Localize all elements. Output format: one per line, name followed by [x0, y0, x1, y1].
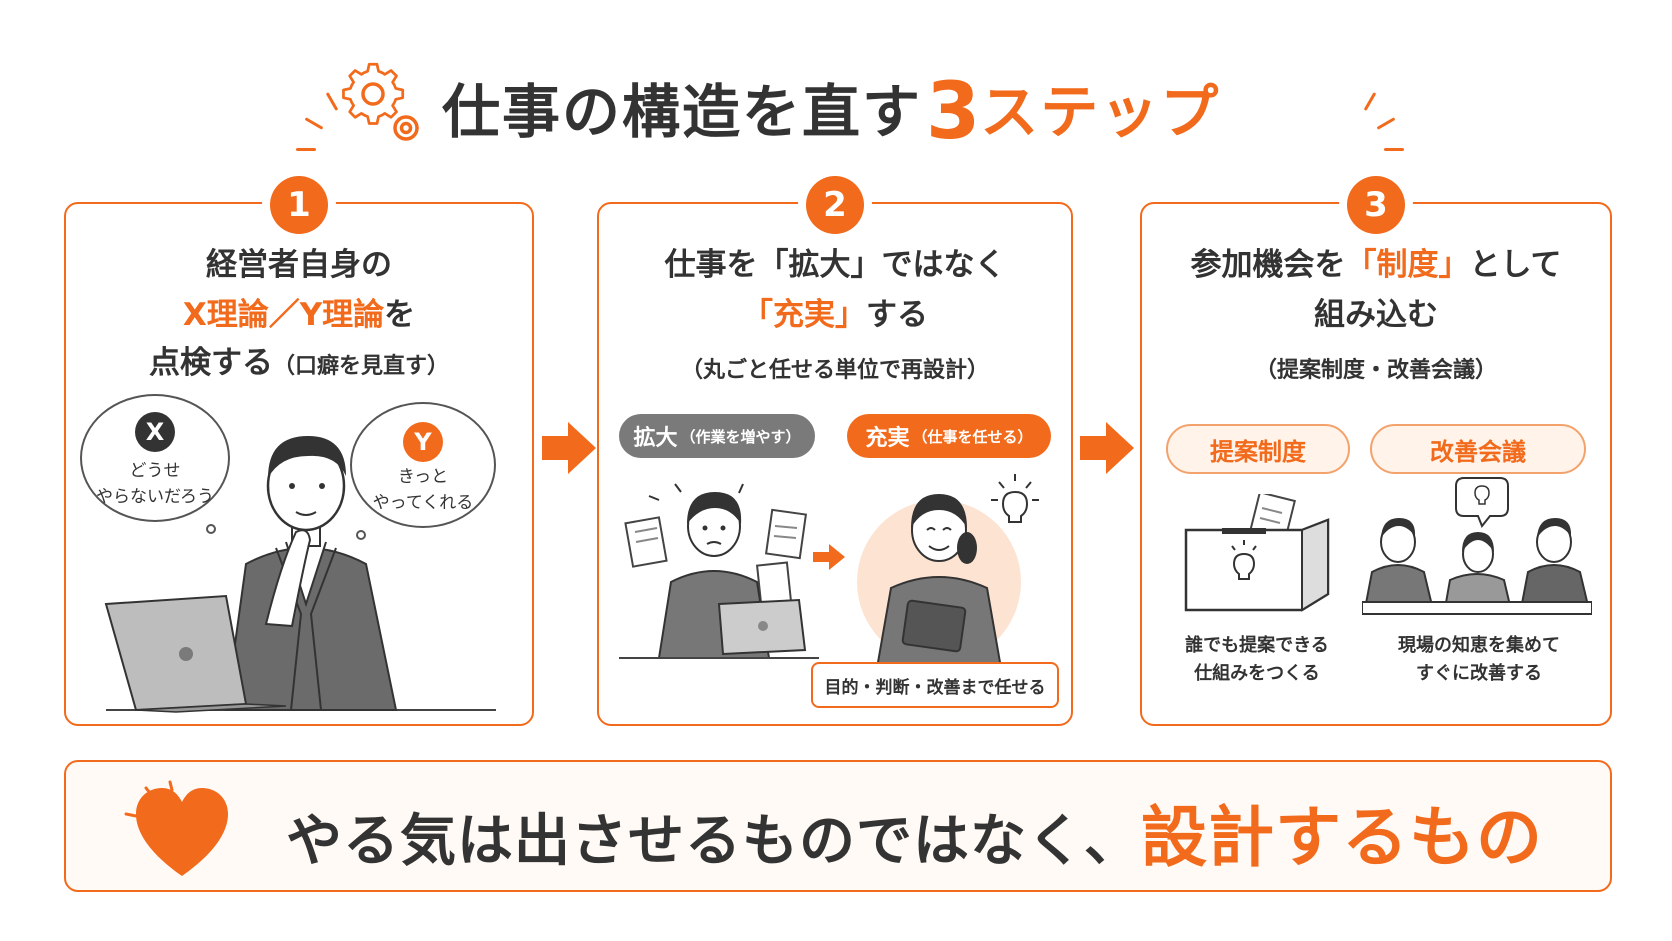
x-theory-label: X理論 [182, 297, 269, 333]
step-3-subtitle: （提案制度・改善会議） [1254, 358, 1497, 383]
bubble-x-line2: やらないだろう [96, 487, 214, 507]
pill-enrich-note: （仕事を任せる） [912, 427, 1033, 446]
heart-icon [124, 780, 228, 876]
step-card-2: 2 仕事を「拡大」ではなく 「充実」する （丸ごと任せる単位で再設計） 拡大（作… [597, 176, 1073, 726]
slash: ／ [268, 297, 300, 333]
step-1-heading-line3: 点検する（口癖を見直す） [66, 338, 532, 392]
manager-thinking-illustration [104, 436, 496, 713]
busy-worker-illustration [619, 483, 819, 659]
x-badge: X [135, 412, 175, 452]
spark-icon [1384, 148, 1404, 151]
step-card-3: 3 参加機会を「制度」として 組み込む （提案制度・改善会議） 提案制度 改善会… [1140, 176, 1612, 726]
step-1-heading-line1: 経営者自身の [206, 247, 392, 283]
arrow-right-icon [813, 544, 845, 570]
pill-suggestion-system: 提案制度 [1166, 424, 1350, 474]
delegate-note: 目的・判断・改善まで任せる [811, 662, 1059, 708]
bubble-y-line1: きっと [397, 467, 449, 487]
empowered-worker-illustration [857, 474, 1039, 669]
y-badge: Y [403, 422, 443, 462]
spark-icon [296, 148, 316, 151]
bubble-tail [356, 530, 366, 540]
pill-expand: 拡大（作業を増やす） [619, 414, 815, 458]
system-emphasis: 「制度」 [1345, 247, 1470, 283]
particle: を [384, 297, 416, 333]
spark-icon [1376, 117, 1396, 130]
thought-bubble-y: Y きっと やってくれる [350, 402, 496, 528]
conclusion-banner: やる気は出させるものではなく、 設計するもの [64, 760, 1612, 892]
title-number: 3 [926, 67, 981, 157]
arrow-right-icon [1080, 422, 1134, 474]
caption-suggestion-line1: 誰でも提案できる [1185, 635, 1329, 656]
spark-icon [304, 117, 324, 130]
step-number-badge: 1 [270, 176, 328, 234]
title-main: 仕事の構造を直す [442, 78, 923, 146]
spark-icon [1363, 92, 1377, 111]
pill-enrich-label: 充実 [865, 426, 910, 451]
pill-enrich: 充実（仕事を任せる） [847, 414, 1051, 458]
step-number-badge: 3 [1347, 176, 1405, 234]
step-1-paren: （口癖を見直す） [272, 354, 449, 379]
caption-meeting: 現場の知恵を集めて すぐに改善する [1368, 632, 1590, 688]
step-number-badge: 2 [806, 176, 864, 234]
step-2-heading-line1: 仕事を「拡大」ではなく [664, 247, 1006, 283]
step-1-heading-line2: X理論／Y理論を [66, 290, 532, 340]
bubble-tail [206, 524, 216, 534]
team-meeting-icon [1362, 477, 1592, 615]
arrow-right-icon [542, 422, 596, 474]
caption-suggestion: 誰でも提案できる 仕組みをつくる [1162, 632, 1352, 688]
suggestion-box-icon [1184, 494, 1330, 612]
step-card-1: 1 経営者自身の X理論／Y理論を 点検する（口癖を見直す） X どうせ やらな… [64, 176, 534, 726]
step-3-heading-post: として [1469, 247, 1562, 283]
thought-bubble-x: X どうせ やらないだろう [80, 394, 230, 522]
gear-icon [342, 62, 419, 141]
caption-meeting-line2: すぐに改善する [1416, 663, 1542, 684]
pill-expand-label: 拡大 [633, 426, 678, 451]
conclusion-main: やる気は出させるものではなく、 [286, 809, 1141, 874]
step-3-heading-line1: 参加機会を「制度」として [1142, 240, 1610, 290]
step-3-heading-line2: 組み込む [1314, 297, 1438, 333]
pill-improvement-meeting: 改善会議 [1370, 424, 1586, 474]
conclusion-text: やる気は出させるものではなく、 設計するもの [286, 784, 1543, 880]
check-label: 点検する [148, 345, 273, 381]
y-theory-label: Y理論 [299, 297, 385, 333]
caption-suggestion-line2: 仕組みをつくる [1194, 663, 1320, 684]
step-2-subtitle: （丸ごと任せる単位で再設計） [680, 358, 989, 383]
title-area [0, 52, 1672, 162]
enrich-emphasis: 「充実」 [742, 297, 866, 333]
bubble-y-line2: やってくれる [372, 493, 474, 513]
pill-expand-note: （作業を増やす） [680, 427, 801, 446]
page-title: 仕事の構造を直す 3 ステップ [442, 62, 1220, 152]
spark-icon [325, 92, 339, 111]
bubble-x-line1: どうせ [129, 461, 181, 481]
step-2-heading-suffix: する [866, 297, 928, 333]
step-3-heading-pre: 参加機会を [1190, 247, 1346, 283]
title-suffix: ステップ [980, 78, 1221, 146]
caption-meeting-line1: 現場の知恵を集めて [1398, 635, 1560, 656]
step-2-heading-line2: 「充実」する [599, 290, 1071, 340]
conclusion-emphasis: 設計するもの [1141, 799, 1543, 876]
